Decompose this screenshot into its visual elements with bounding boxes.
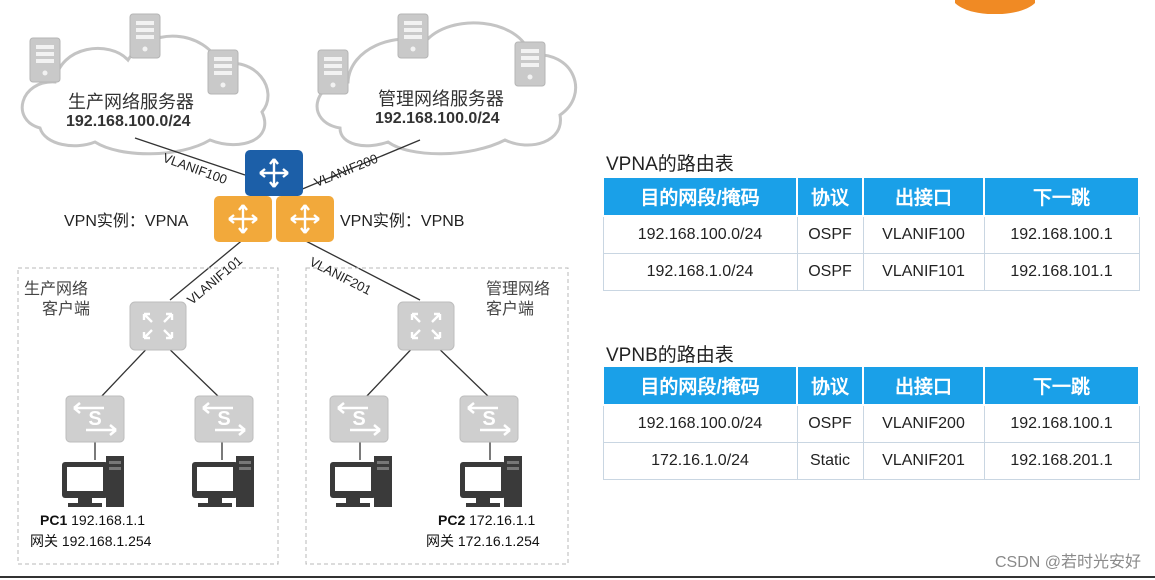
link-vlanif100 — [134, 137, 246, 176]
vpnb-routing-table: 目的网段/掩码 协议 出接口 下一跳 192.168.100.0/24 OSPF… — [602, 365, 1140, 480]
switch-icon — [193, 394, 255, 444]
vpnb-table-title: VPNB的路由表 — [606, 345, 734, 366]
table-cell: 192.168.100.1 — [983, 215, 1140, 254]
col-header: 协议 — [796, 176, 864, 217]
table-cell: OSPF — [796, 404, 864, 443]
server-icon — [514, 41, 546, 87]
table-cell: 192.168.100.0/24 — [602, 215, 798, 254]
cloud-title: 生产网络服务器 — [68, 92, 194, 112]
pc-icon — [330, 456, 392, 507]
vpna-routing-table: 目的网段/掩码 协议 出接口 下一跳 192.168.100.0/24 OSPF… — [602, 176, 1140, 291]
table-cell: 172.16.1.0/24 — [602, 441, 798, 480]
cloud-network: 192.168.100.0/24 — [375, 110, 500, 127]
table-row: 172.16.1.0/24 Static VLANIF201 192.168.2… — [602, 441, 1140, 480]
table-cell: VLANIF201 — [862, 441, 985, 480]
table-cell: OSPF — [796, 252, 864, 291]
vpna-label: VPN实例：VPNA — [64, 213, 189, 230]
layer3-switch-icon — [397, 301, 455, 351]
col-header: 出接口 — [862, 176, 985, 217]
col-header: 出接口 — [862, 365, 985, 406]
pc2-label: PC2 172.16.1.1 网关 172.16.1.254 — [426, 512, 540, 549]
watermark: CSDN @若时光安好 — [994, 554, 1141, 571]
cloud-management-servers — [315, 21, 578, 156]
col-header: 协议 — [796, 365, 864, 406]
pc-icon — [62, 456, 124, 507]
switch-icon — [64, 394, 126, 444]
zone-management-clients — [305, 267, 569, 565]
col-header: 下一跳 — [983, 176, 1140, 217]
layer3-switch-icon — [129, 301, 187, 351]
switch-icon — [328, 394, 390, 444]
table-cell: OSPF — [796, 215, 864, 254]
table-cell: 192.168.101.1 — [983, 252, 1140, 291]
server-icon — [397, 13, 429, 59]
cloud-title: 管理网络服务器 — [378, 89, 504, 109]
table-row: 192.168.100.0/24 OSPF VLANIF200 192.168.… — [602, 404, 1140, 443]
table-cell: 192.168.1.0/24 — [602, 252, 798, 291]
col-header: 下一跳 — [983, 365, 1140, 406]
table-cell: VLANIF100 — [862, 215, 985, 254]
vpna-table-title: VPNA的路由表 — [606, 154, 734, 175]
table-cell: VLANIF200 — [862, 404, 985, 443]
vpnb-label: VPN实例：VPNB — [340, 213, 465, 230]
server-icon — [129, 13, 161, 59]
col-header: 目的网段/掩码 — [602, 365, 798, 406]
server-icon — [29, 37, 61, 83]
server-icon — [317, 49, 349, 95]
zone-production-clients — [17, 267, 279, 565]
zone-label: 管理网络 客户端 — [486, 281, 551, 318]
logo-icon — [955, 0, 1035, 14]
pc-icon — [460, 456, 522, 507]
link-vlanif200 — [299, 139, 421, 191]
table-cell: Static — [796, 441, 864, 480]
col-header: 目的网段/掩码 — [602, 176, 798, 217]
zone-label: 生产网络 客户端 — [24, 281, 91, 318]
pc1-label: PC1 192.168.1.1 网关 192.168.1.254 — [30, 512, 152, 549]
vpnb-router-icon — [276, 196, 334, 242]
table-row: 192.168.1.0/24 OSPF VLANIF101 192.168.10… — [602, 252, 1140, 291]
server-icon — [207, 49, 239, 95]
cloud-network: 192.168.100.0/24 — [66, 113, 191, 130]
router-icon — [245, 150, 303, 196]
link-vlanif101 — [169, 237, 246, 301]
link-vlanif201 — [299, 237, 421, 301]
pc-icon — [192, 456, 254, 507]
table-cell: 192.168.100.0/24 — [602, 404, 798, 443]
table-cell: 192.168.201.1 — [983, 441, 1140, 480]
table-cell: VLANIF101 — [862, 252, 985, 291]
table-cell: 192.168.100.1 — [983, 404, 1140, 443]
vpna-router-icon — [214, 196, 272, 242]
table-row: 192.168.100.0/24 OSPF VLANIF100 192.168.… — [602, 215, 1140, 254]
switch-icon — [458, 394, 520, 444]
